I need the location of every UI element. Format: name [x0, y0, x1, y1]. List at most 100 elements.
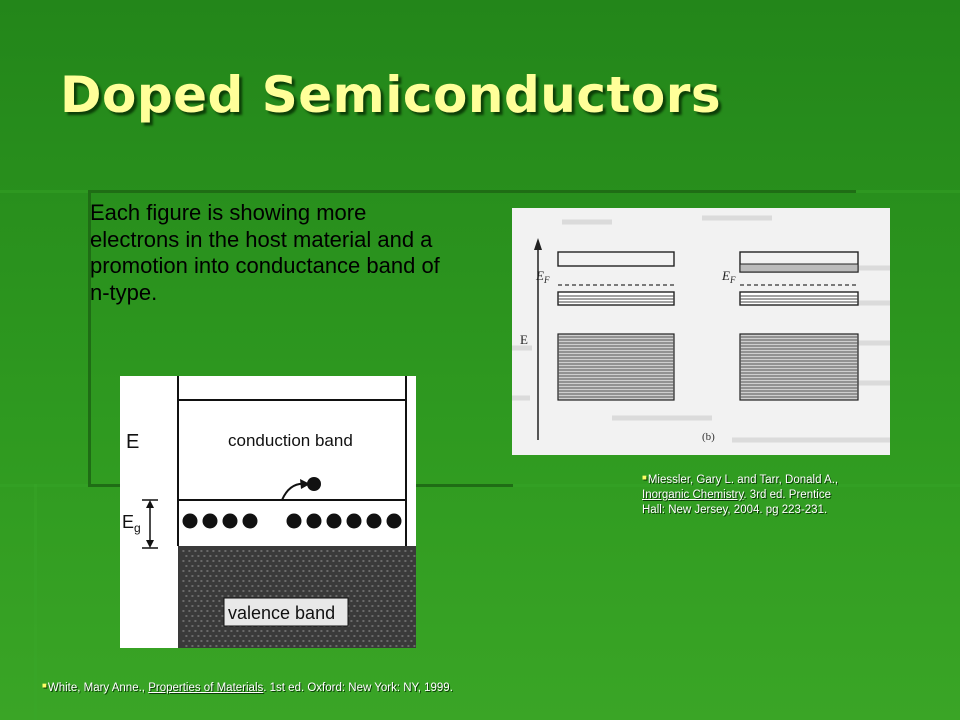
valence-texture-dot — [380, 580, 383, 582]
valence-texture-dot — [401, 595, 404, 597]
valence-texture-dot — [386, 630, 389, 632]
valence-texture-dot — [389, 595, 392, 597]
valence-texture-dot — [191, 575, 194, 577]
valence-texture-dot — [392, 610, 395, 612]
valence-texture-dot — [380, 630, 383, 632]
valence-texture-dot — [263, 575, 266, 577]
valence-texture-dot — [287, 635, 290, 637]
valence-texture-dot — [350, 550, 353, 552]
valence-texture-dot — [257, 585, 260, 587]
citation-text: Miessler, Gary L. and Tarr, Donald A., — [647, 474, 839, 486]
valence-texture-dot — [239, 565, 242, 567]
valence-texture-dot — [389, 555, 392, 557]
valence-texture-dot — [338, 630, 341, 632]
valence-texture-dot — [311, 595, 314, 597]
valence-texture-dot — [380, 640, 383, 642]
valence-texture-dot — [233, 585, 236, 587]
valence-texture-dot — [188, 550, 191, 552]
valence-texture-dot — [203, 635, 206, 637]
valence-texture-dot — [329, 555, 332, 557]
valence-texture-dot — [251, 565, 254, 567]
valence-texture-dot — [389, 645, 392, 647]
valence-texture-dot — [398, 560, 401, 562]
valence-texture-dot — [362, 570, 365, 572]
valence-texture-dot — [194, 630, 197, 632]
valence-texture-dot — [371, 645, 374, 647]
donor-electron — [286, 513, 302, 529]
valence-texture-dot — [218, 600, 221, 602]
donor-electron — [366, 513, 382, 529]
valence-texture-dot — [308, 580, 311, 582]
valence-texture-dot — [320, 570, 323, 572]
valence-texture-dot — [332, 630, 335, 632]
valence-texture-dot — [239, 585, 242, 587]
valence-texture-dot — [233, 575, 236, 577]
valence-texture-dot — [263, 585, 266, 587]
valence-texture-dot — [392, 620, 395, 622]
band-diagram-b-svg: E EF EF (b) — [512, 215, 890, 443]
valence-texture-dot — [332, 640, 335, 642]
valence-texture-dot — [239, 555, 242, 557]
valence-texture-dot — [221, 605, 224, 607]
valence-texture-dot — [299, 645, 302, 647]
valence-texture-dot — [344, 590, 347, 592]
valence-texture-dot — [245, 635, 248, 637]
valence-texture-dot — [299, 565, 302, 567]
valence-texture-dot — [197, 625, 200, 627]
frame-line-left — [88, 190, 91, 487]
valence-texture-dot — [365, 615, 368, 617]
valence-texture-dot — [371, 635, 374, 637]
valence-texture-dot — [386, 570, 389, 572]
valence-texture-dot — [281, 595, 284, 597]
valence-texture-dot — [383, 645, 386, 647]
valence-texture-dot — [332, 550, 335, 552]
valence-texture-dot — [242, 640, 245, 642]
valence-texture-dot — [350, 600, 353, 602]
valence-texture-dot — [293, 595, 296, 597]
valence-texture-dot — [209, 565, 212, 567]
fermi-label-right: EF — [721, 268, 736, 285]
valence-texture-dot — [302, 560, 305, 562]
valence-texture-dot — [194, 590, 197, 592]
valence-texture-dot — [215, 635, 218, 637]
valence-texture-dot — [359, 625, 362, 627]
valence-texture-dot — [224, 550, 227, 552]
valence-texture-dot — [320, 590, 323, 592]
valence-texture-dot — [365, 555, 368, 557]
valence-texture-dot — [410, 630, 413, 632]
valence-texture-dot — [215, 615, 218, 617]
valence-texture-dot — [287, 645, 290, 647]
valence-texture-dot — [206, 550, 209, 552]
frame-line-top — [88, 190, 856, 193]
valence-texture-dot — [347, 575, 350, 577]
valence-texture-dot — [368, 630, 371, 632]
valence-texture-dot — [359, 605, 362, 607]
valence-texture-dot — [371, 625, 374, 627]
valence-texture-dot — [323, 575, 326, 577]
valence-texture-dot — [191, 565, 194, 567]
valence-texture-dot — [326, 640, 329, 642]
valence-texture-dot — [347, 555, 350, 557]
citation-text: . 3rd ed. Prentice Hall: New Jersey, 200… — [642, 489, 831, 516]
donor-electron — [326, 513, 342, 529]
valence-texture-dot — [215, 625, 218, 627]
valence-texture-dot — [305, 645, 308, 647]
valence-texture-dot — [188, 630, 191, 632]
valence-texture-dot — [353, 615, 356, 617]
valence-texture-dot — [407, 635, 410, 637]
valence-texture-dot — [299, 635, 302, 637]
valence-texture-dot — [248, 560, 251, 562]
valence-texture-dot — [260, 560, 263, 562]
valence-texture-dot — [368, 550, 371, 552]
valence-texture-dot — [185, 595, 188, 597]
valence-texture-dot — [302, 550, 305, 552]
valence-texture-dot — [338, 640, 341, 642]
valence-texture-dot — [296, 630, 299, 632]
valence-texture-dot — [215, 595, 218, 597]
valence-texture-dot — [212, 630, 215, 632]
valence-texture-dot — [338, 570, 341, 572]
valence-texture-dot — [413, 555, 416, 557]
valence-texture-dot — [395, 635, 398, 637]
valence-texture-dot — [227, 575, 230, 577]
valence-texture-dot — [344, 570, 347, 572]
